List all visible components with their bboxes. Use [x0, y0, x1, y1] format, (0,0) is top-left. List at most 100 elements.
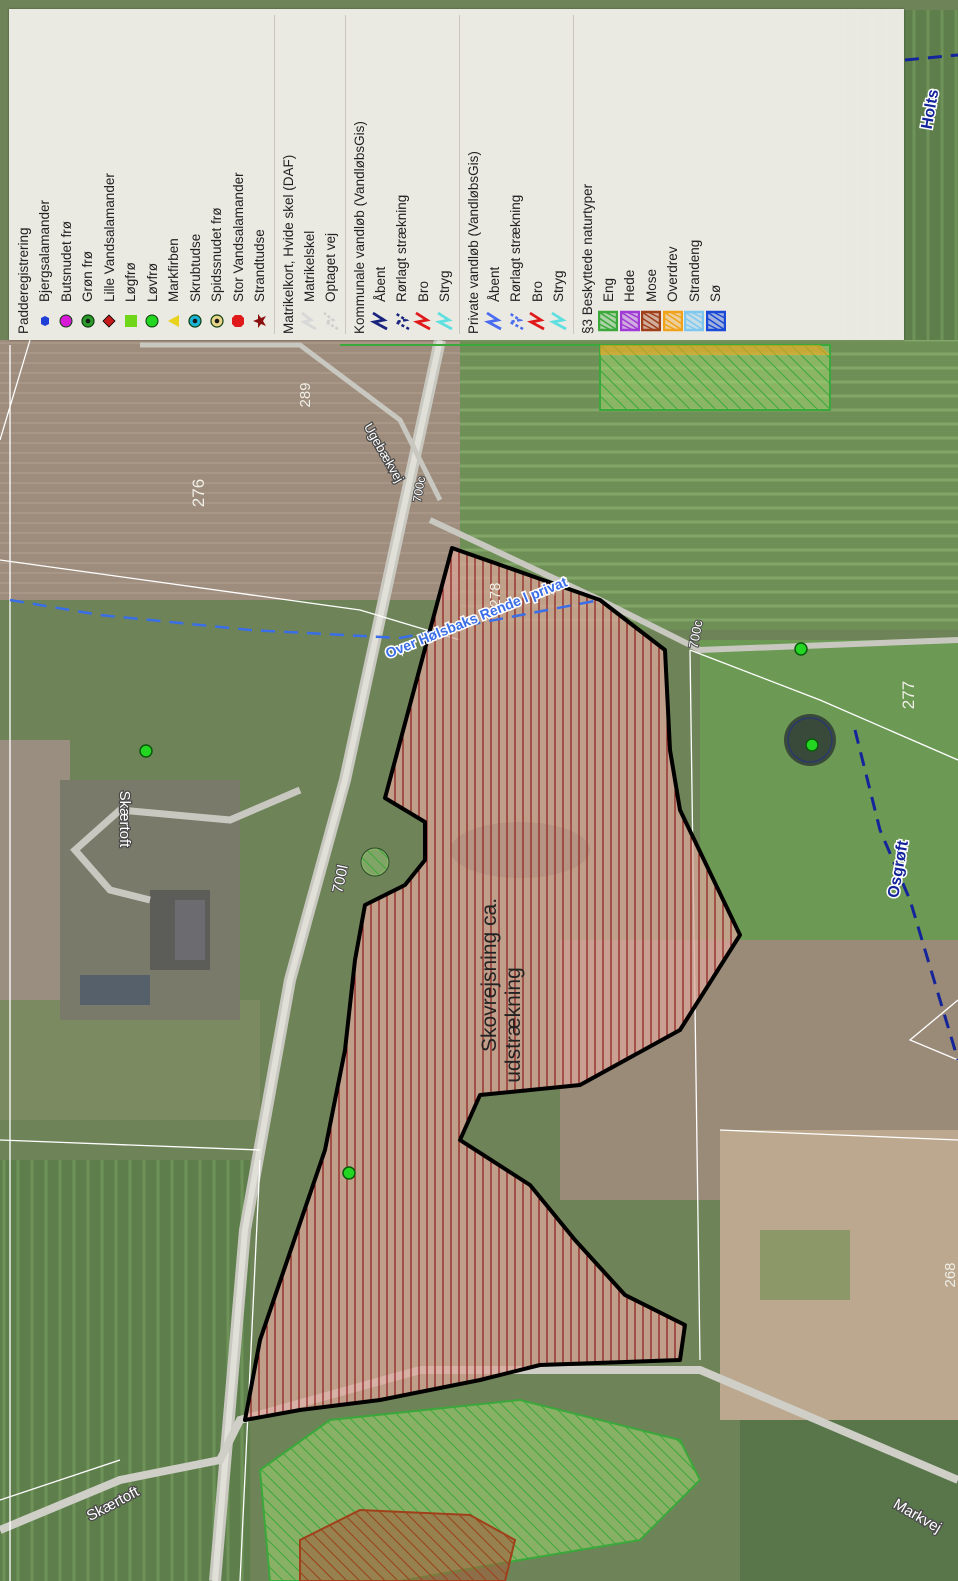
blue-zigzag-icon	[484, 308, 505, 334]
field-pasture-277	[700, 640, 958, 960]
legend-item-label: Hede	[622, 269, 637, 302]
cyan-ring-dot-icon	[185, 308, 206, 334]
road-ugebaekvej[interactable]	[428, 517, 958, 654]
legend-item-label: Mose	[643, 268, 659, 302]
legend-item: Overdrev	[662, 9, 684, 334]
legend-divider	[344, 15, 346, 334]
legend-item-label: Overdrev	[665, 246, 680, 302]
legend-item: Strandtudse	[249, 9, 271, 334]
legend-item-label: Bro	[415, 280, 431, 302]
green-dot-icon	[142, 308, 163, 334]
protected-overdrev[interactable]	[600, 345, 830, 355]
road-code-label: 700c	[686, 619, 706, 650]
legend-item: Mose	[641, 9, 663, 334]
legend-item-label: Grøn frø	[80, 251, 95, 302]
lightblue-hatched-square-icon	[684, 308, 705, 334]
observation-point[interactable]	[794, 642, 808, 656]
legend-item-label: Eng	[600, 277, 616, 302]
legend-item: Bro	[527, 9, 549, 334]
farm-building	[80, 975, 150, 1005]
legend-item: Matrikelskel	[299, 9, 321, 334]
legend-item: Bjergsalamander	[34, 9, 56, 334]
legend-group-title: Kommunale vandløb (VandløbsGis)	[351, 121, 367, 334]
legend-item: Løgfrø	[120, 9, 142, 334]
parcel-number-278: 278	[487, 582, 504, 607]
legend-item-label: Strandeng	[686, 239, 702, 302]
road-skaertoft-driveway[interactable]	[70, 786, 302, 904]
legend-item-label: Stryg	[437, 270, 452, 302]
protected-bog[interactable]	[299, 1508, 517, 1581]
legend-item: Optaget vej	[320, 9, 342, 334]
cream-ring-dot-icon	[206, 308, 227, 334]
field-crop-southeast	[740, 1420, 958, 1581]
legend-item-label: Sø	[708, 284, 723, 302]
afforestation-area-polygon[interactable]	[243, 546, 742, 1422]
legend-item: Lille Vandsalamander	[99, 9, 121, 334]
legend-item: Stor Vandsalamander	[228, 9, 250, 334]
protected-pond[interactable]	[787, 717, 833, 763]
legend-item-label: Skrubtudse	[187, 233, 203, 302]
legend-group-title: Matrikelkort, Hvide skel (DAF)	[280, 154, 296, 334]
legend-item-label: Bro	[529, 280, 545, 302]
municipal-stream-holts[interactable]	[904, 53, 958, 62]
private-stream-pipe[interactable]	[9, 598, 601, 640]
dark-red-star-icon	[249, 308, 270, 334]
purple-hatched-square-icon	[619, 308, 640, 334]
red-octagon-icon	[228, 308, 249, 334]
green-ring-dot-icon	[77, 308, 98, 334]
blue-hatched-square-icon	[705, 308, 726, 334]
project-label-line2: udstrækning	[502, 967, 525, 1083]
legend-divider	[273, 15, 275, 334]
yellow-triangle-icon	[163, 308, 184, 334]
cadastral-lines	[0, 339, 958, 1581]
observation-point[interactable]	[805, 738, 819, 752]
legend-item-label: Rørlagt strækning	[394, 194, 409, 302]
legend-item: Rørlagt strækning	[391, 9, 413, 334]
legend-item-label: Åbent	[486, 266, 502, 302]
red-zigzag-icon	[527, 308, 548, 334]
municipal-stream-osgroeft[interactable]	[853, 729, 958, 1061]
project-label-line1: Skovrejsning ca.	[478, 898, 501, 1052]
legend-item-label: Strandtudse	[252, 229, 267, 302]
legend-item: Åbent	[484, 9, 506, 334]
cyan-zigzag-icon	[434, 308, 455, 334]
legend-item-label: Matrikelskel	[301, 230, 317, 302]
farm-building	[175, 900, 205, 960]
legend-group-title: §3 Beskyttede naturtyper	[579, 183, 595, 334]
orange-hatched-square-icon	[662, 308, 683, 334]
blue-dashed-zigzag-icon	[505, 308, 526, 334]
legend-item: Sø	[705, 9, 727, 334]
legend-item-label: Åbent	[372, 266, 388, 302]
legend-item-label: Stryg	[551, 270, 566, 302]
legend-group-title: Private vandløb (VandløbsGis)	[465, 151, 481, 334]
legend-group-title: Padderegistrering	[16, 227, 31, 334]
cyan-zigzag-icon	[548, 308, 569, 334]
legend-item: Rørlagt strækning	[505, 9, 527, 334]
road-skaertoft[interactable]	[0, 1366, 958, 1534]
legend-item-label: Stor Vandsalamander	[230, 172, 246, 302]
legend-item: Grøn frø	[77, 9, 99, 334]
legend-item-label: Spidssnudet frø	[209, 207, 224, 302]
field-bare-west	[0, 740, 70, 1000]
legend-item: Åbent	[370, 9, 392, 334]
parcel-number-289: 289	[297, 382, 314, 407]
white-dashed-line-icon	[320, 308, 341, 334]
legend-item: Markfirben	[163, 9, 185, 334]
legend-item: Stryg	[434, 9, 456, 334]
observation-point[interactable]	[342, 1166, 356, 1180]
legend-item: Eng	[598, 9, 620, 334]
protected-pond[interactable]	[360, 847, 390, 877]
green-square-icon	[120, 308, 141, 334]
magenta-dot-icon	[56, 308, 77, 334]
observation-point[interactable]	[139, 744, 153, 758]
red-diamond-icon	[99, 308, 120, 334]
parcel-number-276: 276	[189, 479, 208, 507]
legend-item: Løvfrø	[142, 9, 164, 334]
field-patch	[760, 1230, 850, 1300]
legend-item: Spidssnudet frø	[206, 9, 228, 334]
legend-item-label: Lille Vandsalamander	[101, 173, 117, 302]
road-label-skaertoft: Skærtoft	[116, 791, 133, 849]
